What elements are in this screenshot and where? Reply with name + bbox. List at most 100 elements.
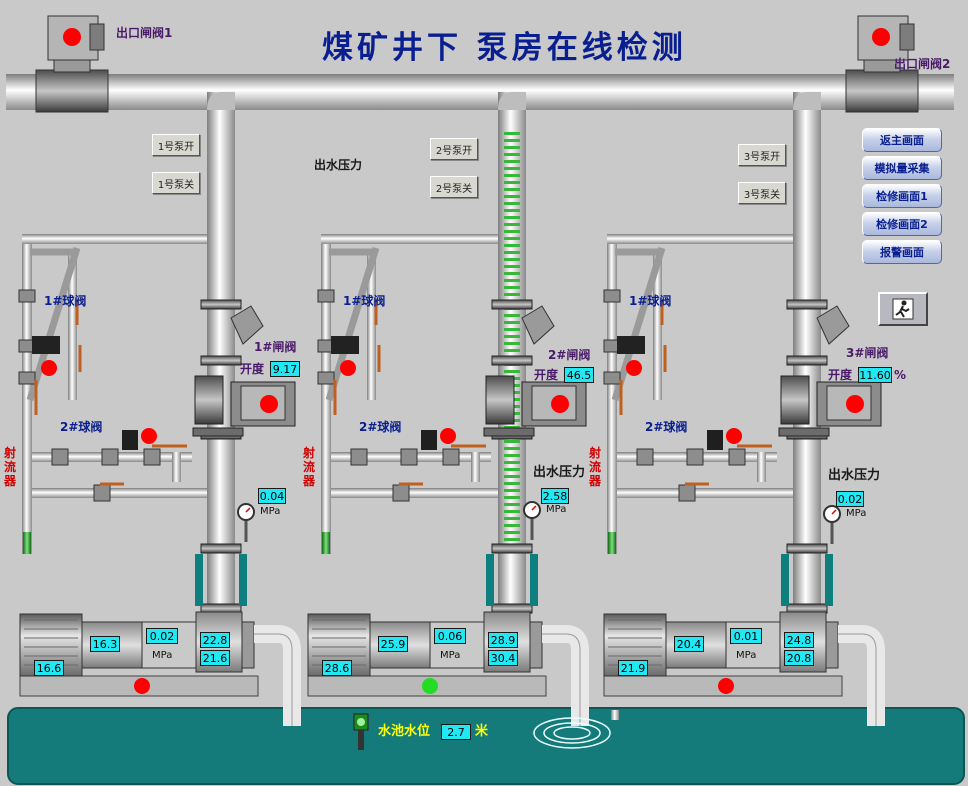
strainer-icon: [230, 305, 264, 345]
ball-valve-icon[interactable]: [686, 448, 704, 466]
strainer-icon: [816, 305, 850, 345]
pump-1-stop-button[interactable]: 1号泵关: [152, 172, 200, 194]
flow-indicator-segment: [504, 167, 520, 170]
pump-pressure-unit: MPa: [440, 650, 461, 661]
flow-indicator-segment: [504, 181, 520, 184]
flow-indicator-segment: [504, 503, 520, 506]
ball-valve-icon[interactable]: [101, 448, 119, 466]
ejector-pipe: [22, 236, 32, 554]
ball-valve-icon[interactable]: [392, 484, 410, 502]
gate-valve-icon[interactable]: [194, 375, 224, 425]
flow-indicator-segment: [504, 209, 520, 212]
pump-run-status: [422, 678, 438, 694]
flow-indicator-segment: [504, 335, 520, 338]
gate-valve-icon[interactable]: [780, 375, 810, 425]
ball-valve-icon[interactable]: [51, 448, 69, 466]
gate-valve-status: [551, 395, 569, 413]
ball-valve-icon[interactable]: [143, 448, 161, 466]
ball-valve-icon[interactable]: [400, 448, 418, 466]
pump-3-start-button[interactable]: 3号泵开: [738, 144, 786, 166]
ball-valve-2-label: 2#球阀: [645, 420, 688, 434]
flow-indicator-segment: [504, 496, 520, 499]
flow-indicator-segment: [504, 342, 520, 345]
ball-valve-icon[interactable]: [93, 484, 111, 502]
ball-valve-icon[interactable]: [18, 289, 36, 303]
flow-indicator-segment: [504, 517, 520, 520]
nav-alarm-button[interactable]: 报警画面: [862, 240, 942, 264]
ball-valve-icon[interactable]: [317, 371, 335, 385]
gate-valve-3-opening: 11.60: [858, 367, 892, 383]
flow-indicator-segment: [504, 286, 520, 289]
flow-indicator-segment: [504, 230, 520, 233]
pump-pressure-value: 0.01: [730, 628, 762, 644]
nav-analog-button[interactable]: 模拟量采集: [862, 156, 942, 180]
pump-unit-1: [18, 92, 301, 726]
ejector-outlet: [322, 532, 330, 554]
ball-valve-icon[interactable]: [636, 448, 654, 466]
gate-valve-1-label: 1#闸阀: [254, 340, 297, 354]
ball-valve-icon[interactable]: [317, 289, 335, 303]
pool-ripple: [533, 717, 611, 749]
actuator-icon: [331, 336, 359, 354]
ball-valve-icon[interactable]: [603, 289, 621, 303]
riser-pipe: [207, 92, 235, 612]
page-title: 煤矿井下 泵房在线检测: [322, 30, 687, 66]
outlet-valve-2-label: 出口闸阀2: [894, 57, 951, 71]
ball-valve-icon[interactable]: [18, 371, 36, 385]
riser-pipe: [793, 92, 821, 612]
actuator-icon: [707, 430, 723, 450]
ball-valve-icon[interactable]: [350, 448, 368, 466]
water-pool: [7, 707, 965, 785]
ejector-outlet: [23, 532, 31, 554]
motor-value-b: 16.6: [34, 660, 64, 676]
outlet-valve-1[interactable]: [35, 15, 109, 113]
pipe-flange: [200, 543, 242, 554]
outlet-valve-1-label: 出口闸阀1: [116, 26, 173, 40]
flow-indicator-segment: [504, 237, 520, 240]
outlet-valve-2-status: [872, 28, 890, 46]
flow-indicator-segment: [504, 440, 520, 443]
pump-3-stop-button[interactable]: 3号泵关: [738, 182, 786, 204]
actuator-icon: [122, 430, 138, 450]
flow-indicator-segment: [504, 447, 520, 450]
ejector-outlet: [608, 532, 616, 554]
ball-valve-icon[interactable]: [603, 371, 621, 385]
bypass-pipe-top: [321, 234, 498, 244]
pump-1-start-button[interactable]: 1号泵开: [152, 134, 200, 156]
outlet-pressure-heading: 出水压力: [314, 158, 363, 172]
pipe-flange: [491, 299, 533, 310]
motor-value-b: 21.9: [618, 660, 648, 676]
gate-valve-1-opening: 9.17: [270, 361, 300, 377]
ball-valve-2-status: [440, 428, 456, 444]
opening-unit: %: [894, 368, 907, 382]
outlet-pressure-label: 出水压力: [533, 465, 586, 480]
ball-valve-1-label: 1#球阀: [343, 294, 386, 308]
drain-stub: [611, 710, 619, 720]
gate-valve-status: [846, 395, 864, 413]
opening-label: 开度: [534, 368, 559, 382]
nav-home-button[interactable]: 返主画面: [862, 128, 942, 152]
run-person-button[interactable]: [878, 292, 928, 326]
ball-valve-2-label: 2#球阀: [60, 420, 103, 434]
nav-maint2-button[interactable]: 检修画面2: [862, 212, 942, 236]
pump-2-stop-button[interactable]: 2号泵关: [430, 176, 478, 198]
flow-indicator-segment: [504, 265, 520, 268]
nav-maint1-button[interactable]: 检修画面1: [862, 184, 942, 208]
ball-valve-icon[interactable]: [442, 448, 460, 466]
pump-2-start-button[interactable]: 2号泵开: [430, 138, 478, 160]
ball-valve-icon[interactable]: [728, 448, 746, 466]
outlet-valve-2[interactable]: [845, 15, 919, 113]
motor-value-a: 20.4: [674, 636, 704, 652]
opening-label: 开度: [240, 362, 265, 376]
gate-valve-3-label: 3#闸阀: [846, 346, 889, 360]
flow-indicator-segment: [504, 489, 520, 492]
pipe-flange: [786, 355, 828, 366]
ball-valve-icon[interactable]: [678, 484, 696, 502]
pump-run-status: [718, 678, 734, 694]
flow-indicator-segment: [504, 258, 520, 261]
flow-indicator-segment: [504, 174, 520, 177]
flow-indicator-segment: [504, 461, 520, 464]
pipe-flange: [786, 543, 828, 554]
outlet-valve-1-status: [63, 28, 81, 46]
gate-valve-icon[interactable]: [485, 375, 515, 425]
